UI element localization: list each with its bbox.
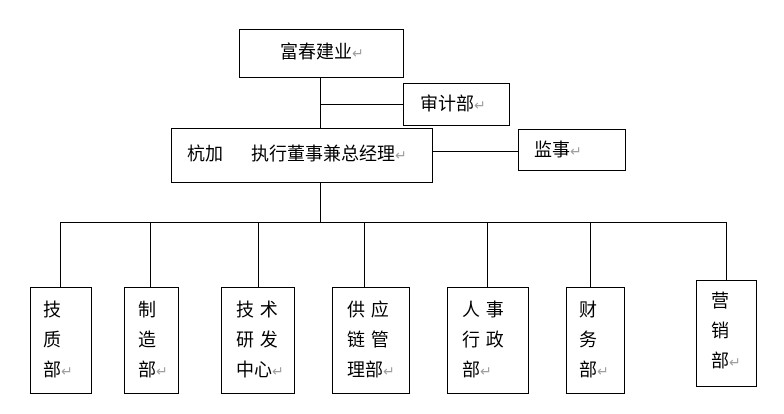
- paragraph-mark-icon: ↵: [395, 148, 407, 164]
- company-box: 富春建业↵: [239, 29, 404, 78]
- dept-2-line-3: 部: [138, 360, 156, 381]
- dept-box-4: 供 应 链 管 理部↵: [332, 287, 410, 394]
- dept-6-line-3: 部: [579, 360, 597, 381]
- dept-1-line-1: 技: [43, 300, 61, 321]
- dept-1-line-3: 部: [43, 360, 61, 381]
- dept-4-line-1: 供 应: [347, 300, 389, 321]
- dept-box-6: 财 务 部↵: [566, 287, 625, 394]
- dept-5-line-1: 人 事: [462, 300, 504, 321]
- executive-name: 杭加: [187, 144, 223, 165]
- dept-box-7: 营 销 部↵: [696, 280, 757, 387]
- paragraph-mark-icon: ↵: [480, 364, 492, 380]
- dept-7-line-1: 营: [711, 291, 729, 312]
- dept-7-line-3: 部: [711, 351, 729, 372]
- dept-2-line-2: 造: [138, 330, 156, 351]
- executive-box: 杭加 执行董事兼总经理↵: [171, 128, 433, 183]
- dept-5-line-3: 部: [462, 360, 480, 381]
- dept-2-line-1: 制: [138, 300, 156, 321]
- dept-box-3: 技 术 研 发 中心↵: [221, 287, 295, 394]
- audit-label: 审计部: [420, 94, 474, 115]
- executive-title: 执行董事兼总经理: [251, 144, 395, 165]
- dept-1-line-2: 质: [43, 330, 61, 351]
- audit-box: 审计部↵: [403, 83, 510, 126]
- paragraph-mark-icon: ↵: [570, 144, 582, 160]
- dept-3-line-2: 研 发: [236, 330, 278, 351]
- paragraph-mark-icon: ↵: [156, 364, 168, 380]
- paragraph-mark-icon: ↵: [474, 98, 486, 114]
- dept-7-line-2: 销: [711, 321, 729, 342]
- dept-5-line-2: 行 政: [462, 330, 504, 351]
- dept-4-line-2: 链 管: [347, 330, 389, 351]
- paragraph-mark-icon: ↵: [272, 364, 284, 380]
- dept-box-1: 技 质 部↵: [30, 287, 92, 394]
- dept-4-line-3: 理部: [347, 360, 383, 381]
- company-name: 富春建业: [280, 42, 352, 63]
- supervisor-label: 监事: [534, 140, 570, 161]
- dept-3-line-3: 中心: [236, 360, 272, 381]
- paragraph-mark-icon: ↵: [383, 364, 395, 380]
- paragraph-mark-icon: ↵: [597, 364, 609, 380]
- supervisor-box: 监事↵: [518, 129, 626, 171]
- dept-6-line-1: 财: [579, 300, 597, 321]
- paragraph-mark-icon: ↵: [352, 46, 364, 62]
- paragraph-mark-icon: ↵: [729, 355, 741, 371]
- dept-box-2: 制 造 部↵: [124, 287, 179, 394]
- dept-3-line-1: 技 术: [236, 300, 278, 321]
- dept-box-5: 人 事 行 政 部↵: [447, 287, 529, 394]
- dept-6-line-2: 务: [579, 330, 597, 351]
- paragraph-mark-icon: ↵: [61, 364, 73, 380]
